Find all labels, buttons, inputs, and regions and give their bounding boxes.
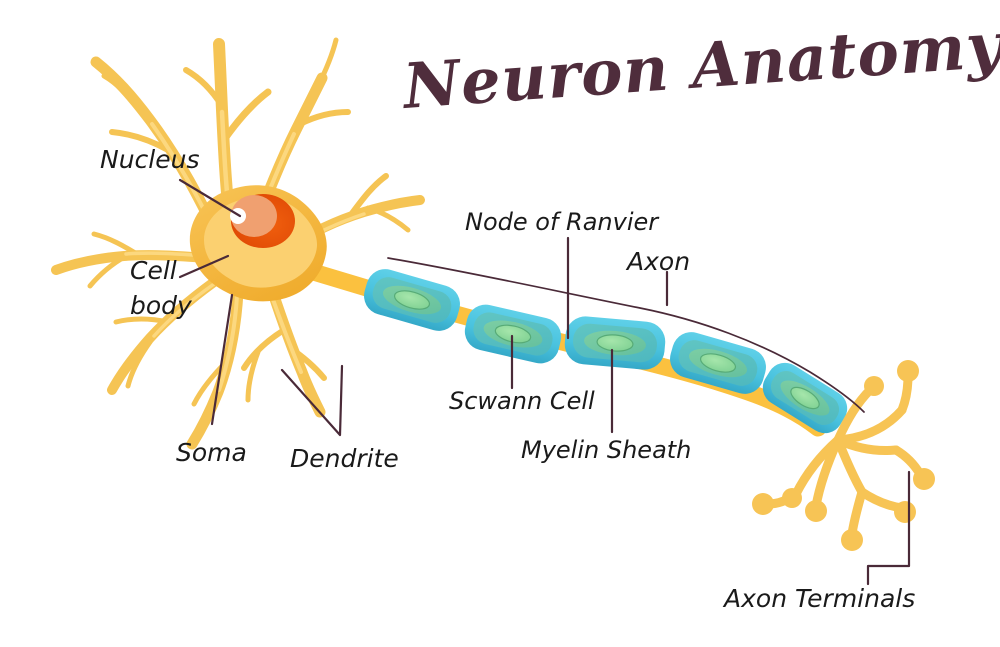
terminal-knob [897,360,919,382]
label-nucleus: Nucleus [100,145,200,174]
label-dendrite: Dendrite [290,444,399,473]
terminal-knob [894,501,916,523]
leader-cell-body [178,254,230,279]
schwann-cell [464,304,562,364]
label-cell-body-line2: body [130,291,193,320]
terminal-knob [864,376,884,396]
dendrite-branch [186,286,244,450]
dendrite-branch [101,73,143,113]
myelin-sheath-group [364,269,848,434]
label-cell-body-line1: Cell [130,256,177,285]
dendrite-branch [220,88,272,144]
terminal-branch [833,405,907,445]
terminal-branch [811,435,843,511]
leader-dendrite [280,364,344,437]
label-axon: Axon [625,247,690,276]
axon-terminal-knobs [752,360,935,551]
schwann-nucleus [393,290,431,310]
dendrite-highlight [152,282,216,338]
dendrite-branch [183,67,225,109]
page-title: Neuron Anatomy [399,8,1000,123]
schwann-cell [564,316,666,370]
leader-axon-terminals [866,470,911,586]
dendrite-branch [347,173,389,219]
terminal-branch [833,385,875,445]
schwann-cell [670,332,766,394]
nucleus-highlight [231,195,277,237]
schwann-nucleus [790,386,820,410]
schwann-nucleus [699,353,737,373]
terminal-branch [891,445,925,479]
dendrite-branch [109,129,171,153]
dendrite-branch [191,357,231,407]
terminal-knob [913,468,935,490]
terminal-branch [847,487,867,539]
label-soma: Soma [176,438,247,467]
terminal-knob [782,488,802,508]
dendrite-branch [365,205,411,233]
leader-lines-group [178,178,911,586]
label-myelin-sheath: Myelin Sheath [521,436,691,464]
label-node-of-ranvier: Node of Ranvier [465,208,660,236]
label-axon-terminals: Axon Terminals [722,584,915,613]
leader-nucleus [178,178,242,218]
dendrite-highlight [269,292,303,374]
terminal-knob [841,529,863,551]
dendrite-branch [125,339,153,389]
terminal-knob [805,500,827,522]
dendrite-branch [297,109,351,127]
dendrite-highlight [217,294,239,392]
terminal-knob [752,493,774,515]
dendrite-branch [113,316,171,325]
terminal-branch [857,487,907,513]
dendrite-branch [241,327,287,371]
leader-soma [210,293,234,426]
schwann-cell [364,269,460,331]
leader-axon-curve [387,257,865,413]
dendrite-branch [87,253,129,289]
schwann-nucleus [596,334,634,352]
dendrite-branch [315,37,339,89]
schwann-cell [762,362,848,434]
dendrite-branch [245,349,261,403]
label-scwann-cell: Scwann Cell [449,387,595,415]
